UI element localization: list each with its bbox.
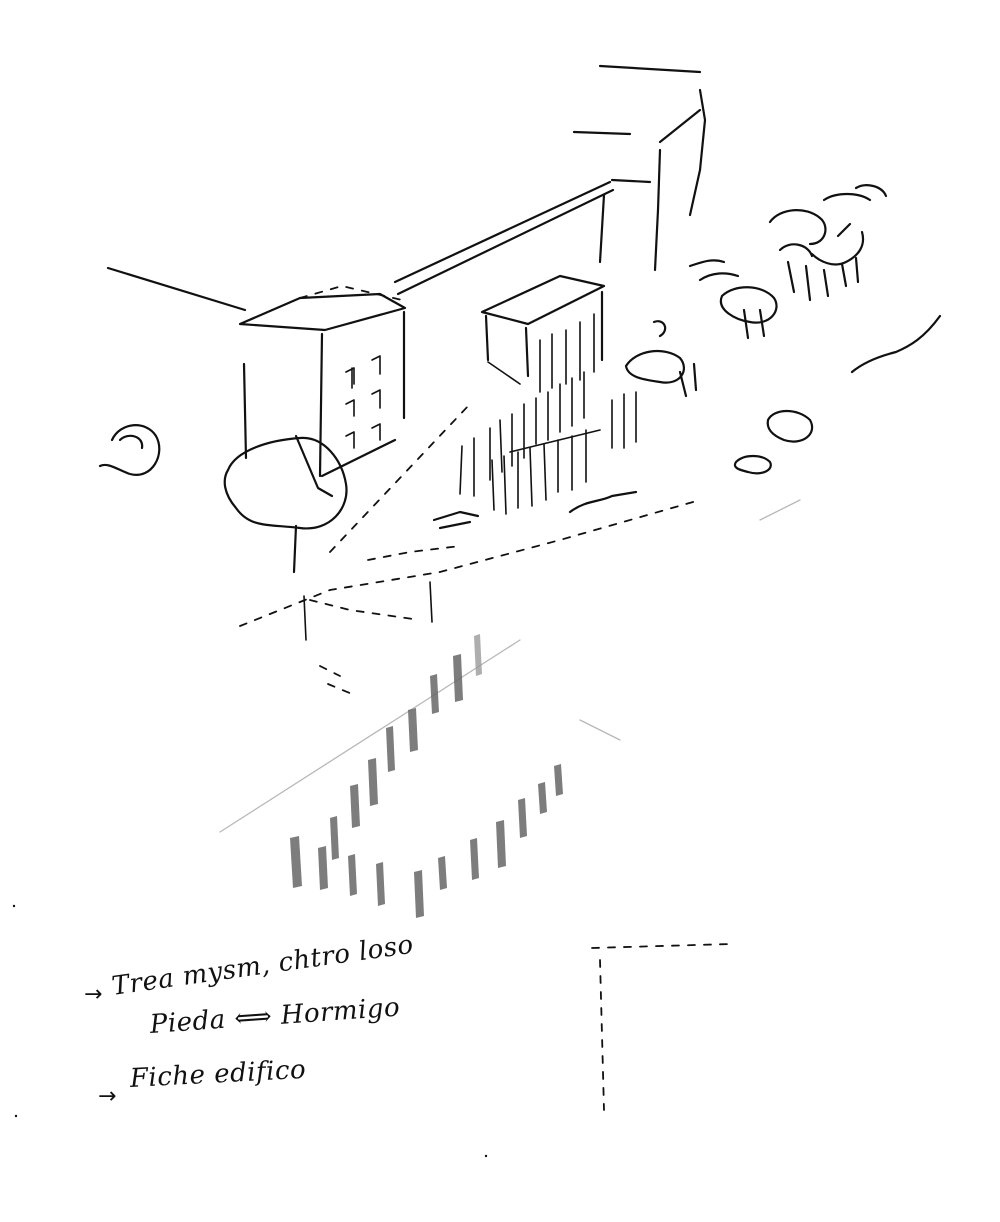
- colonnade-strokes: [432, 371, 638, 530]
- corner-marks: [591, 943, 731, 1111]
- long-wall: [393, 178, 652, 296]
- horizon-line: [106, 266, 247, 312]
- note-arrow-1: →: [84, 982, 103, 1007]
- pencil-bars: [290, 634, 563, 918]
- top-strokes: [572, 64, 707, 272]
- stray-dots: [12, 904, 488, 1158]
- trees-right: [624, 184, 942, 475]
- note-arrow-2: →: [98, 1084, 117, 1109]
- left-scribble: [98, 424, 161, 476]
- left-building: [238, 285, 407, 478]
- tree-left: [223, 434, 348, 574]
- ground-dashes: [219, 403, 801, 833]
- middle-building: [480, 274, 606, 393]
